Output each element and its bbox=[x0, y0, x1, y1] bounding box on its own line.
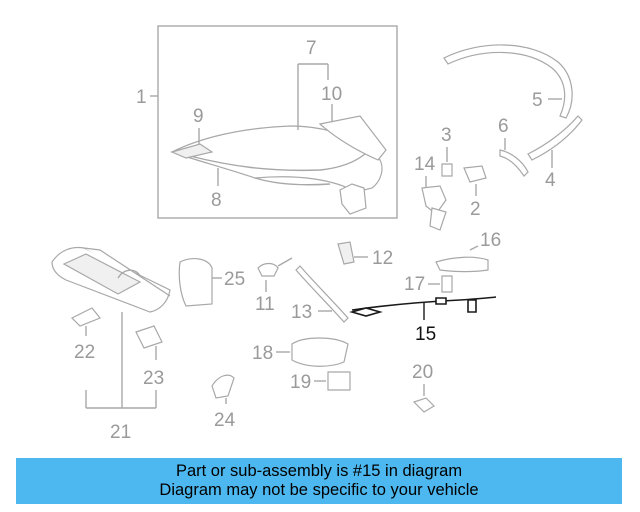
info-banner: Part or sub-assembly is #15 in diagram D… bbox=[16, 458, 622, 504]
label-part-22[interactable]: 22 bbox=[74, 342, 95, 363]
weatherstrip-illustration[interactable] bbox=[443, 44, 573, 119]
label-part-5[interactable]: 5 bbox=[532, 90, 543, 111]
hard-top-roof-illustration[interactable] bbox=[170, 125, 383, 215]
bolt-part-3-illustration[interactable] bbox=[441, 163, 453, 177]
label-part-2[interactable]: 2 bbox=[470, 199, 481, 220]
bracket-part-12-illustration[interactable] bbox=[337, 241, 355, 265]
label-part-12[interactable]: 12 bbox=[372, 248, 393, 269]
label-part-15[interactable]: 15 bbox=[415, 324, 436, 345]
label-part-1[interactable]: 1 bbox=[136, 87, 147, 108]
bracket-part-22-illustration[interactable] bbox=[70, 307, 101, 327]
seal-part-4-illustration[interactable] bbox=[527, 115, 583, 161]
label-part-20[interactable]: 20 bbox=[412, 362, 433, 383]
label-part-8[interactable]: 8 bbox=[211, 190, 222, 211]
label-part-23[interactable]: 23 bbox=[143, 368, 164, 389]
cover-part-25-illustration[interactable] bbox=[178, 258, 213, 307]
banner-line-2: Diagram may not be specific to your vehi… bbox=[159, 481, 479, 499]
label-part-4[interactable]: 4 bbox=[545, 170, 556, 191]
wind-deflector-illustration[interactable] bbox=[51, 246, 171, 313]
bracket-part-23-illustration[interactable] bbox=[135, 325, 163, 349]
label-part-9[interactable]: 9 bbox=[193, 106, 204, 127]
fastener-part-11-illustration[interactable] bbox=[257, 262, 279, 277]
label-part-3[interactable]: 3 bbox=[441, 125, 452, 146]
clip-part-19-illustration[interactable] bbox=[327, 371, 351, 391]
rear-window-illustration[interactable] bbox=[318, 115, 387, 161]
clip-part-17-illustration[interactable] bbox=[441, 275, 453, 293]
label-part-17[interactable]: 17 bbox=[404, 274, 425, 295]
latch-part-24-illustration[interactable] bbox=[211, 374, 235, 399]
banner-line-1: Part or sub-assembly is #15 in diagram bbox=[175, 462, 463, 480]
mount-illustration[interactable] bbox=[429, 207, 447, 231]
label-part-14[interactable]: 14 bbox=[414, 154, 436, 175]
label-part-24[interactable]: 24 bbox=[214, 410, 236, 431]
label-part-10[interactable]: 10 bbox=[321, 84, 342, 105]
label-part-13[interactable]: 13 bbox=[291, 302, 312, 323]
label-part-11[interactable]: 11 bbox=[255, 294, 275, 315]
handle-part-16-illustration[interactable] bbox=[435, 256, 489, 273]
hinge-part-14-illustration[interactable] bbox=[421, 185, 447, 215]
label-part-16[interactable]: 16 bbox=[480, 230, 501, 251]
parts-diagram: 1 7 10 9 8 5 4 6 3 14 2 12 16 17 bbox=[51, 25, 583, 443]
hook-part-20-illustration[interactable] bbox=[412, 397, 435, 413]
seal-part-6-illustration[interactable] bbox=[499, 149, 529, 177]
bracket-part-2-illustration[interactable] bbox=[463, 165, 487, 183]
storage-part-18-illustration[interactable] bbox=[291, 337, 349, 367]
label-part-7[interactable]: 7 bbox=[306, 38, 317, 59]
label-part-18[interactable]: 18 bbox=[252, 343, 273, 364]
label-part-25[interactable]: 25 bbox=[224, 269, 245, 290]
label-part-19[interactable]: 19 bbox=[290, 372, 311, 393]
label-part-6[interactable]: 6 bbox=[498, 116, 509, 137]
label-part-21[interactable]: 21 bbox=[110, 422, 131, 443]
strip-part-13-illustration[interactable] bbox=[295, 265, 349, 323]
